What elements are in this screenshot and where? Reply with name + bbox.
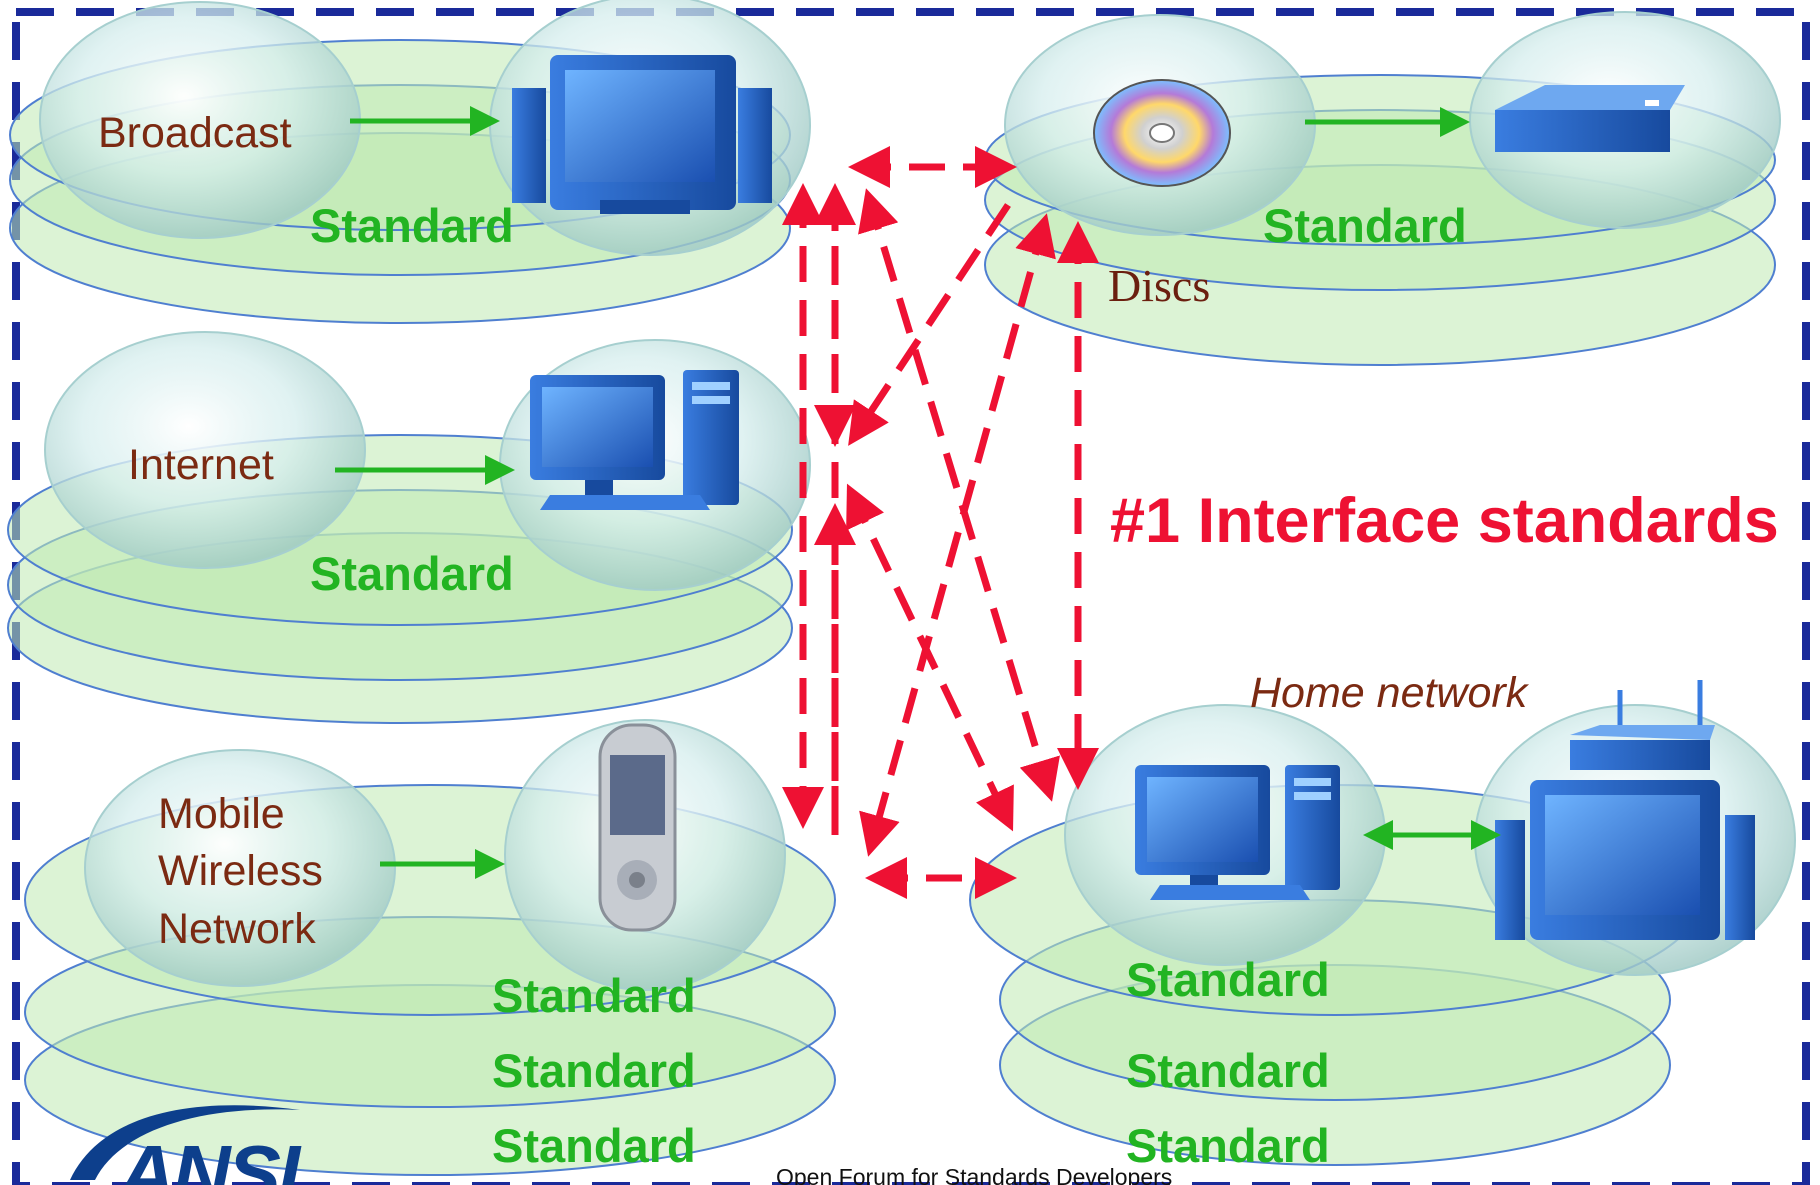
internet-group — [7, 331, 811, 724]
red-dashed-arrow — [846, 483, 1014, 832]
cd-disc-icon — [1093, 79, 1231, 187]
desktop-computer-icon — [1135, 765, 1340, 900]
desktop-computer-icon — [530, 370, 739, 510]
standard-label: Standard — [492, 1044, 696, 1097]
interface-arrows — [782, 146, 1099, 899]
standard-label: Standard — [1126, 953, 1330, 1006]
source-label-mobile-2: Wireless — [158, 847, 323, 895]
standard-label: Standard — [1126, 1119, 1330, 1172]
set-top-box-icon — [1495, 85, 1685, 152]
standard-label: Standard — [1126, 1044, 1330, 1097]
red-dashed-arrow — [859, 213, 1056, 857]
standard-label: Standard — [1263, 199, 1467, 252]
source-label-mobile-3: Network — [158, 905, 316, 953]
mobile-phone-icon — [598, 723, 677, 932]
bubble — [44, 331, 366, 569]
home-network-group — [969, 680, 1796, 1166]
standard-label: Standard — [492, 969, 696, 1022]
router-icon — [1570, 680, 1715, 770]
ansi-logo: ANSI — [118, 1129, 300, 1185]
source-label-internet: Internet — [128, 441, 274, 489]
source-label-mobile-1: Mobile — [158, 790, 285, 838]
standard-label: Standard — [310, 547, 514, 600]
bubble — [84, 749, 396, 987]
mobile-group — [24, 719, 836, 1176]
discs-group — [984, 11, 1781, 366]
home-network-label: Home network — [1250, 669, 1528, 717]
footer-text: Open Forum for Standards Developers — [776, 1164, 1173, 1185]
source-label-broadcast: Broadcast — [98, 109, 292, 157]
standard-label: Standard — [492, 1119, 696, 1172]
ansi-logo-swoosh — [70, 1105, 300, 1180]
tv-with-speakers-icon — [512, 55, 772, 214]
source-label-discs: Discs — [1108, 260, 1211, 311]
tv-with-speakers-icon — [1495, 780, 1755, 940]
broadcast-group — [9, 0, 811, 324]
standard-label: Standard — [310, 199, 514, 252]
page-title: #1 Interface standards — [1110, 486, 1779, 556]
